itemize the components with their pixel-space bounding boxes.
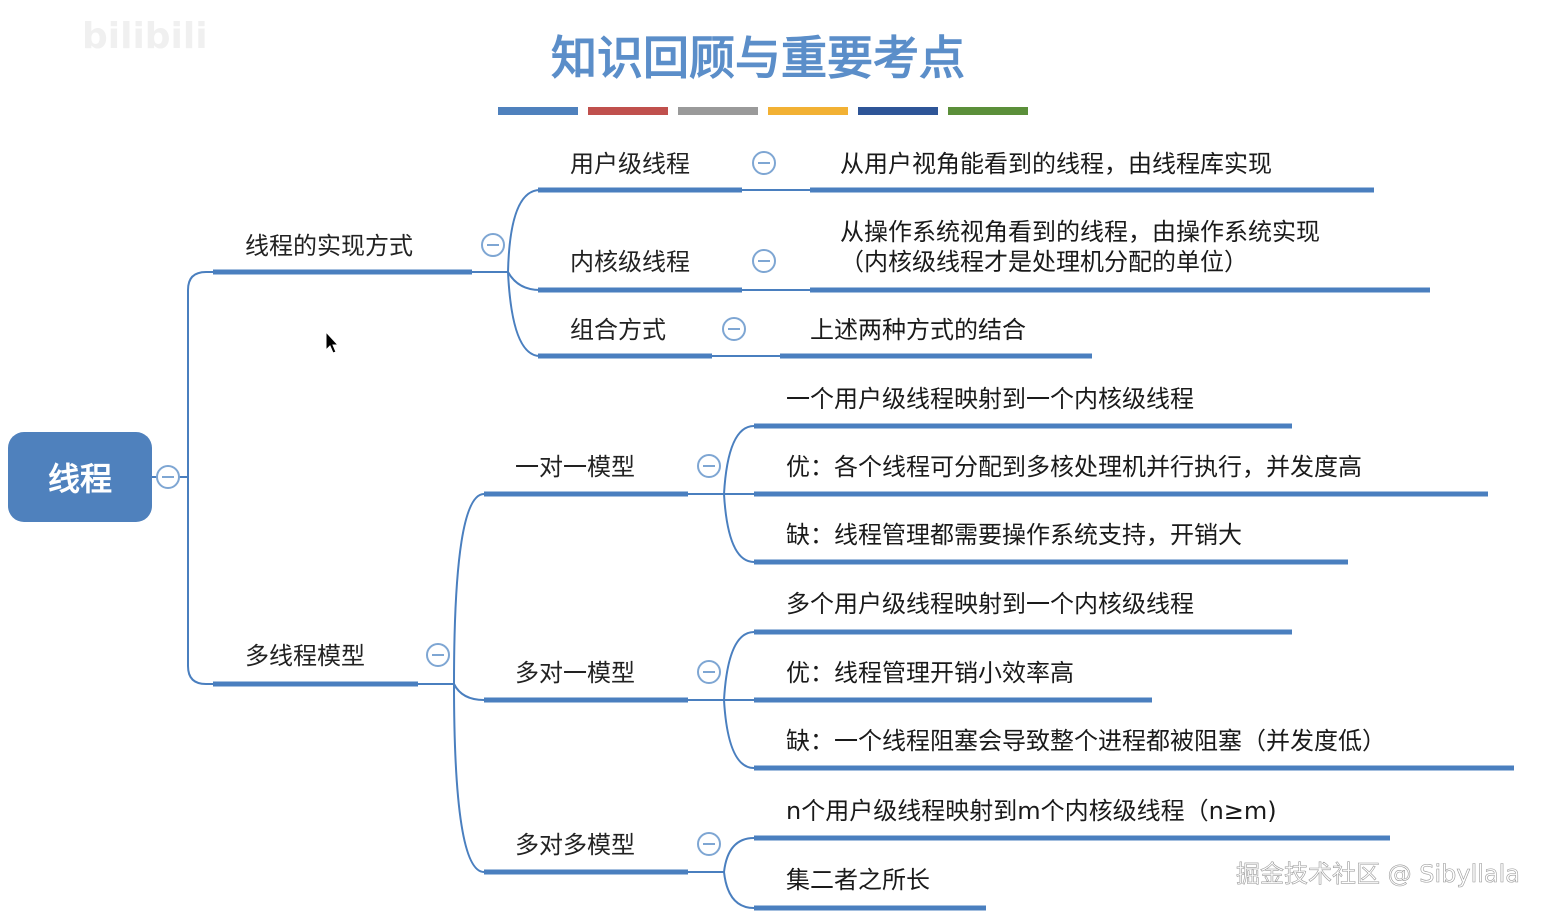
detail-many-to-one-mapping: 多个用户级线程映射到一个内核级线程 — [786, 590, 1194, 618]
branch-implementation-label[interactable]: 线程的实现方式 — [245, 232, 413, 260]
detail-many-to-many-pro: 集二者之所长 — [786, 866, 930, 894]
node-kernel-level-thread[interactable]: 内核级线程 — [570, 248, 690, 276]
detail-kernel-level-thread-line1: 从操作系统视角看到的线程，由操作系统实现 — [840, 218, 1320, 246]
node-many-to-many-model[interactable]: 多对多模型 — [515, 831, 635, 859]
title-color-segment — [588, 107, 668, 115]
title-color-segment — [678, 107, 758, 115]
node-underlines — [213, 187, 1514, 911]
node-one-to-one-model[interactable]: 一对一模型 — [515, 453, 635, 481]
watermark-text: 掘金技术社区 @ Sibyllala — [1236, 860, 1520, 888]
collapse-minus-icon[interactable] — [426, 643, 450, 667]
detail-many-to-one-pro: 优：线程管理开销小效率高 — [786, 659, 1074, 687]
node-combined-mode[interactable]: 组合方式 — [570, 316, 666, 344]
collapse-minus-icon[interactable] — [697, 454, 721, 478]
connectors — [150, 189, 810, 909]
detail-one-to-one-pro: 优：各个线程可分配到多核处理机并行执行，并发度高 — [786, 453, 1362, 481]
title-color-bar — [498, 107, 1028, 115]
node-user-level-thread[interactable]: 用户级线程 — [570, 150, 690, 178]
detail-kernel-level-thread-line2: （内核级线程才是处理机分配的单位） — [840, 248, 1248, 276]
mouse-cursor-icon — [325, 330, 340, 354]
collapse-minus-icon[interactable] — [752, 151, 776, 175]
page-title: 知识回顾与重要考点 — [551, 31, 965, 85]
collapse-toggles — [156, 151, 776, 856]
root-node-box — [8, 432, 152, 522]
branch-multithread-model-label[interactable]: 多线程模型 — [245, 642, 365, 670]
node-many-to-one-model[interactable]: 多对一模型 — [515, 659, 635, 687]
collapse-minus-icon[interactable] — [752, 249, 776, 273]
title-color-segment — [498, 107, 578, 115]
collapse-minus-icon[interactable] — [697, 660, 721, 684]
detail-one-to-one-mapping: 一个用户级线程映射到一个内核级线程 — [786, 385, 1194, 413]
title-color-segment — [858, 107, 938, 115]
title-color-segment — [948, 107, 1028, 115]
collapse-minus-icon[interactable] — [722, 317, 746, 341]
detail-one-to-one-con: 缺：线程管理都需要操作系统支持，开销大 — [786, 521, 1242, 549]
root-node[interactable]: 线程 — [8, 432, 152, 522]
collapse-minus-icon[interactable] — [156, 465, 180, 489]
detail-many-to-many-mapping: n个用户级线程映射到m个内核级线程（n≥m) — [786, 797, 1277, 825]
detail-many-to-one-con: 缺：一个线程阻塞会导致整个进程都被阻塞（并发度低） — [786, 727, 1386, 755]
title-color-segment — [768, 107, 848, 115]
root-node-label: 线程 — [48, 460, 112, 498]
brand-logo: bilibili — [82, 16, 208, 57]
detail-combined-mode: 上述两种方式的结合 — [810, 316, 1026, 344]
detail-user-level-thread: 从用户视角能看到的线程，由线程库实现 — [840, 150, 1272, 178]
collapse-minus-icon[interactable] — [697, 832, 721, 856]
collapse-minus-icon[interactable] — [481, 233, 505, 257]
